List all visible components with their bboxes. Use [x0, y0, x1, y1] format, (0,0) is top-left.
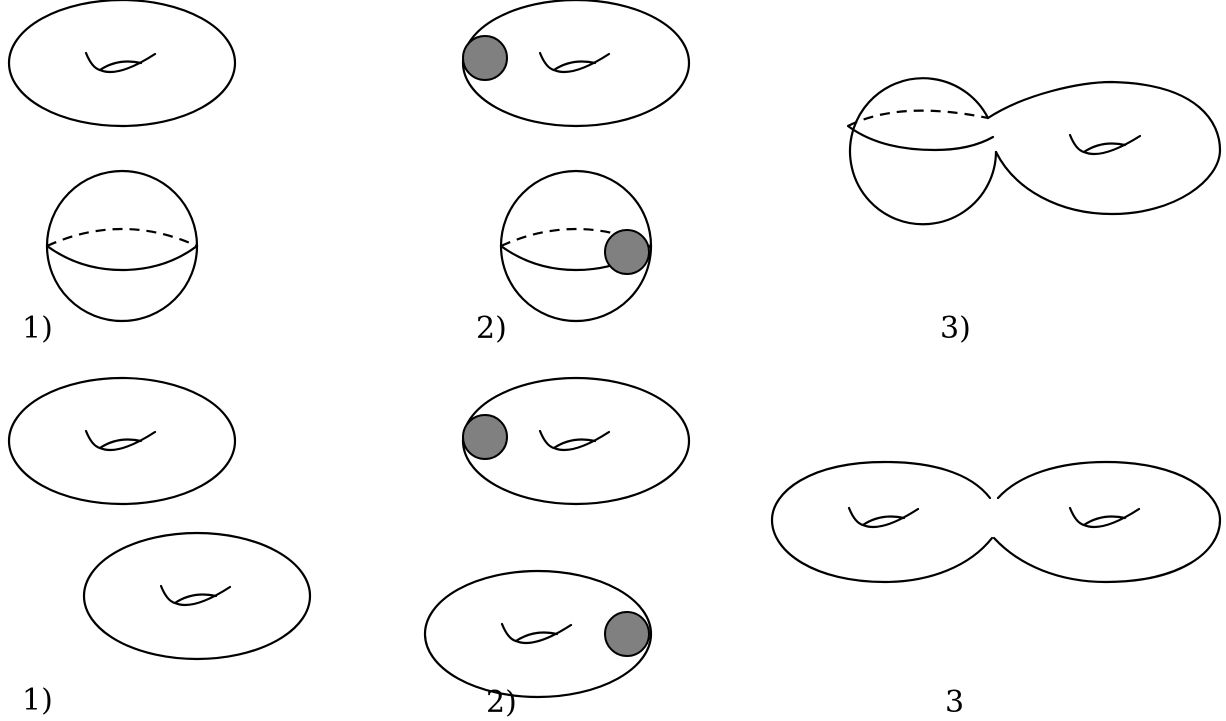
row1-step2-torus-removed-disk: [463, 36, 507, 80]
row2-step1-torus-bottom: [84, 533, 310, 659]
row1-step2-torus: [463, 0, 689, 126]
row1-step2-label: 2): [476, 311, 507, 346]
row2-step2-label: 2): [486, 685, 517, 720]
row1-step3-connected-sum: [848, 78, 1220, 224]
row2-step2-torus-top-removed-disk: [463, 415, 507, 459]
row1-step1-torus: [9, 0, 235, 126]
row1-step1-label: 1): [22, 311, 53, 346]
row2-step1-label: 1): [22, 683, 53, 718]
row1-step3-label: 3): [940, 311, 971, 346]
row2-step1-torus-top: [9, 378, 235, 504]
row2-step3-label: 3: [945, 685, 964, 720]
row2-step2-torus-top: [463, 378, 689, 504]
row1-step1-sphere: [47, 171, 197, 321]
row2-step3-connected-sum: [772, 462, 1220, 582]
row2-step2-torus-bottom: [425, 571, 651, 697]
row2-step2-torus-bottom-removed-disk: [605, 612, 649, 656]
row1-step2-sphere-removed-disk: [605, 230, 649, 274]
row1-step2-sphere: [501, 171, 651, 321]
